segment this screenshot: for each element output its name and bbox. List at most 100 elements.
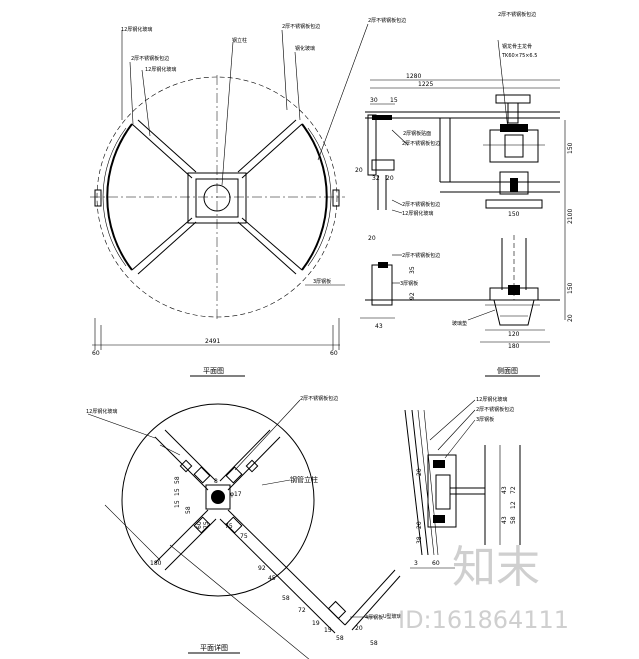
detail-section-dim-7: 58 [510, 516, 517, 524]
plan-callout-1: 12厚钢化玻璃 [121, 26, 152, 33]
detail-plan-dim-2: 15 [174, 488, 181, 496]
detail-plan-dim-9: 180 [150, 560, 162, 567]
detail-section-callout-2: 2厚不锈钢板包边 [476, 406, 514, 413]
plan-callout-7: 钢化玻璃 [295, 45, 315, 52]
detail-plan-dim-15: 72 [298, 607, 306, 614]
detail-section-side-label: U型玻璃 [383, 613, 402, 620]
detail-plan-center-box [205, 484, 231, 510]
detail-plan-callout-3: 4厚钢板 [365, 614, 383, 621]
plan-callout-5: 2厚不锈钢板包边 [368, 17, 406, 24]
detail-section-dim-5: 43 [501, 516, 508, 524]
detail-section-dim-9: 60 [432, 560, 440, 567]
plan-view: 12厚钢化玻璃 2厚不锈钢板包边 12厚钢化玻璃 2厚不锈钢板包边 2厚不锈钢板… [90, 17, 406, 377]
detail-plan-dim-11: 75 [240, 533, 248, 540]
detail-plan-callout-4: 钢管立柱 [290, 475, 318, 484]
detail-plan-dim-7: 8 [214, 478, 218, 485]
detail-plan-dim-4: 58 [185, 506, 192, 514]
section-dim-150b: 150 [567, 282, 574, 294]
section-dim-1225: 1225 [418, 81, 433, 88]
plan-callout-6: 钢立柱 [232, 37, 247, 44]
section-callout-5: 2厚不锈钢板包边 [402, 201, 440, 208]
detail-section-dim-10: 3 [414, 560, 418, 567]
watermark: 知末 ID:161864111 [398, 542, 569, 634]
section-dim-30: 30 [370, 97, 378, 104]
detail-plan-center-post [211, 490, 225, 504]
detail-section-dim-3: 72 [510, 486, 517, 494]
detail-plan-dim-18: 58 [336, 635, 344, 642]
plan-wall-nw [131, 123, 193, 179]
detail-plan-callout-2: 2厚不锈钢板包边 [300, 395, 338, 402]
detail-section-bracket [427, 454, 457, 528]
section-callout-2: 钢龙骨主龙骨 [502, 43, 532, 50]
plan-callout-4: 2厚不锈钢板包边 [282, 23, 320, 30]
section-dim-left-20c: 20 [368, 235, 376, 242]
detail-section-glass-1 [404, 409, 423, 556]
section-dim-bottom-180: 180 [508, 343, 520, 350]
section-callout-4: 2厚钢板贴面 [403, 130, 431, 137]
detail-plan-dim-6: 75 [203, 521, 210, 529]
section-callout-10: 2厚不锈钢板包边 [402, 140, 440, 147]
detail-plan-callout-1: 12厚钢化玻璃 [86, 408, 117, 415]
section-callout-8: 3厚钢板 [400, 280, 418, 287]
section-caption: 侧面图 [497, 366, 518, 375]
detail-section-view: 12厚钢化玻璃 2厚不锈钢板包边 3厚钢板 U型玻璃 20 43 72 20 4… [383, 396, 521, 620]
detail-plan-dim-17: 15 [324, 627, 332, 634]
detail-plan-dim-19: 20 [355, 625, 363, 632]
section-dim-left-20b: 20 [386, 175, 394, 182]
detail-plan-dim-10: 75 [225, 523, 233, 530]
section-callout-7: 2厚不锈钢板包边 [402, 252, 440, 259]
plan-wall-ne [241, 123, 303, 179]
section-dim-2100: 2100 [567, 209, 574, 224]
detail-plan-dim-1: 58 [174, 476, 181, 484]
section-dim-150a: 150 [567, 142, 574, 154]
section-dim-1280: 1280 [406, 73, 421, 80]
section-dim-left-43: 43 [375, 323, 383, 330]
section-dim-20: 20 [567, 314, 574, 322]
detail-plan-clips [179, 459, 259, 534]
detail-section-dim-8: 38 [416, 536, 423, 544]
plan-dim-left: 60 [92, 350, 100, 357]
section-callout-1: 2厚不锈钢板包边 [498, 11, 536, 18]
detail-plan-dim-13: 45 [268, 575, 276, 582]
detail-plan-dim-12: 92 [258, 565, 266, 572]
detail-plan-dim-14: 58 [282, 595, 290, 602]
detail-plan-caption: 平面详图 [200, 643, 228, 652]
detail-section-dim-4: 20 [416, 521, 423, 529]
detail-plan-dim-3: 15 [174, 500, 181, 508]
section-callout-3: TK60×75×6.5 [501, 53, 537, 59]
detail-section-dim-1: 20 [416, 468, 423, 476]
section-base-fixture [493, 299, 535, 326]
section-lower-glass [371, 264, 393, 306]
detail-plan-dim-16: 19 [312, 620, 320, 627]
plan-dim-right: 60 [330, 350, 338, 357]
plan-center-post [203, 184, 231, 212]
detail-plan-arms [154, 429, 346, 634]
plan-caption: 平面图 [203, 367, 224, 375]
detail-section-callout-1: 12厚钢化玻璃 [476, 396, 507, 403]
plan-dim-total: 2491 [205, 338, 220, 345]
section-dim-bottom-150: 150 [508, 211, 520, 218]
section-ibeam-flange [495, 94, 531, 104]
detail-section-arm [449, 487, 486, 495]
section-view: 1280 1225 30 15 150 2100 150 20 [355, 11, 574, 377]
section-dim-bottom-120: 120 [508, 331, 520, 338]
section-dim-left-92: 92 [409, 292, 416, 300]
plan-right-glass [301, 123, 328, 271]
detail-plan-view: 12厚钢化玻璃 2厚不锈钢板包边 4厚钢板 钢管立柱 58 15 15 58 6… [86, 395, 401, 659]
plan-left-glass [106, 123, 133, 271]
section-dim-left-35: 35 [409, 266, 416, 274]
plan-callout-3: 12厚钢化玻璃 [145, 66, 176, 73]
plan-callout-2: 2厚不锈钢板包边 [131, 55, 169, 62]
plan-wall-sw [131, 217, 193, 271]
detail-section-callout-3: 3厚钢板 [476, 416, 494, 423]
section-dim-left-20a: 20 [355, 167, 363, 174]
section-callout-6: 12厚钢化玻璃 [402, 210, 433, 217]
detail-plan-dim-20: 58 [370, 640, 378, 647]
detail-section-dim-2: 43 [501, 486, 508, 494]
section-dim-15: 15 [390, 97, 398, 104]
detail-plan-dim-5: 60 [196, 521, 203, 529]
plan-side-label: 3厚钢板 [313, 278, 331, 285]
watermark-brand: 知末 [452, 542, 540, 593]
detail-plan-dim-8: φ17 [230, 491, 242, 498]
